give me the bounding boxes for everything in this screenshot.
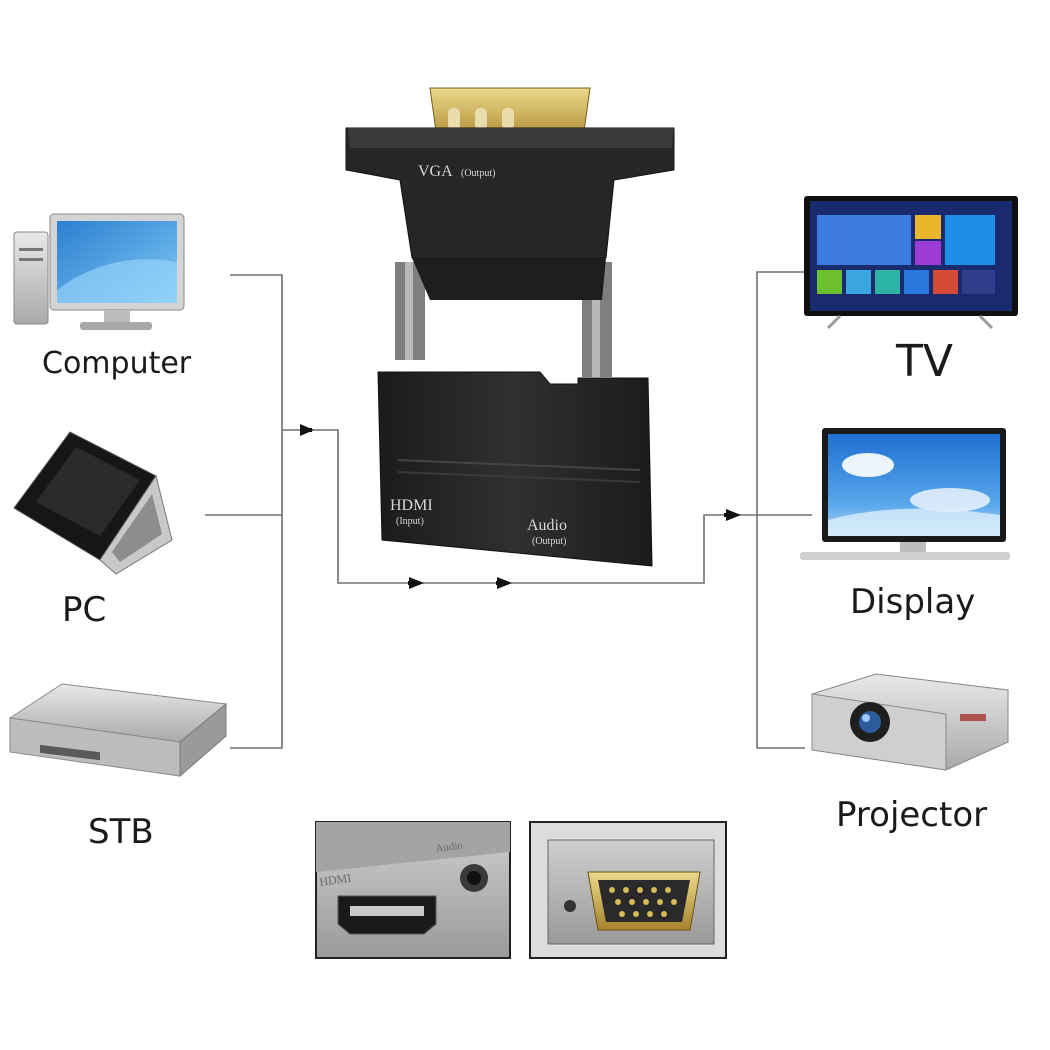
hdmi-label: HDMI [390,497,433,514]
set-top-box-icon [8,683,228,778]
output-label-tv: TV [896,336,953,387]
hdmi-to-vga-adapter: VGA (Output) HDMI (Input) Audio (Output) [345,87,675,567]
vga-label: VGA [418,163,453,180]
laptop-icon [13,431,173,575]
audio-sublabel: (Output) [532,536,566,547]
projector-icon [811,673,1009,771]
flow-arrows [300,424,741,589]
closeup-vga-connector [529,821,727,959]
monitor-icon [800,428,1010,560]
computer-icon [13,213,185,330]
source-label-pc: PC [62,590,107,630]
closeup-hdmi-text: HDMI [318,871,352,889]
source-label-stb: STB [88,812,154,852]
closeup-audio-text: Audio [435,839,464,855]
hdmi-sublabel: (Input) [396,516,424,527]
tv-icon [804,196,1018,330]
source-label-computer: Computer [42,346,192,381]
audio-label: Audio [527,517,567,534]
output-label-display: Display [850,582,976,622]
vga-sublabel: (Output) [461,168,495,179]
connection-lines [205,271,812,749]
closeup-hdmi-audio-ports: HDMI Audio [315,821,511,959]
output-label-projector: Projector [836,795,988,835]
